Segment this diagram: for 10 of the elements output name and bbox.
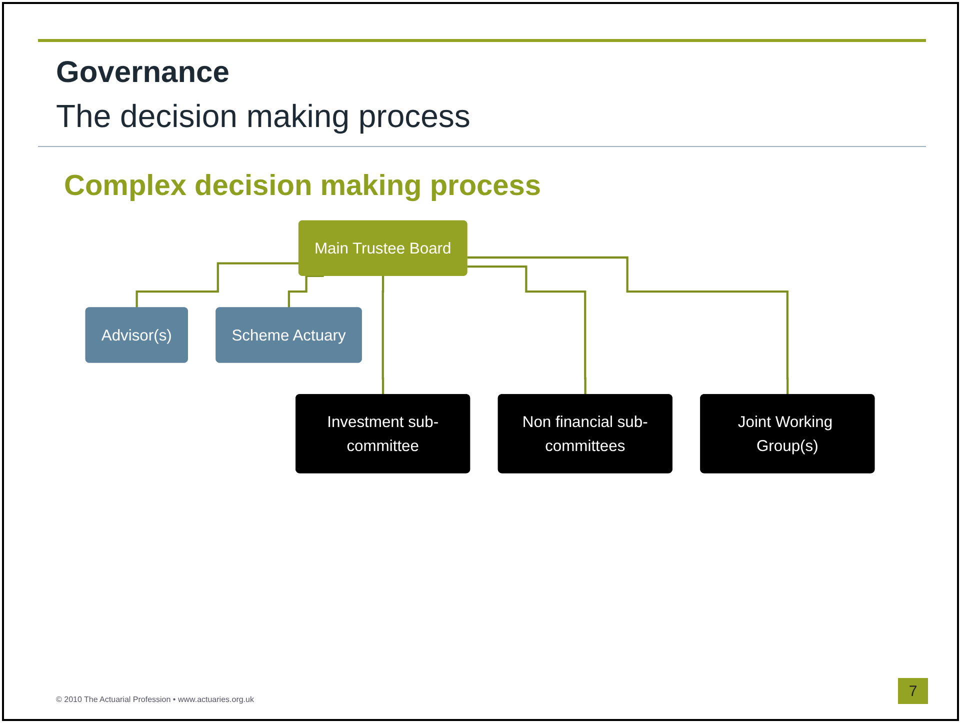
connector [288, 274, 324, 310]
connector [382, 274, 384, 396]
slide-title: Governance [56, 56, 230, 90]
slide-subtitle: The decision making process [56, 98, 470, 135]
footer-text: © 2010 The Actuarial Profession • www.actuaries.org.uk [56, 695, 254, 704]
connector [136, 262, 300, 310]
page-number: 7 [898, 678, 928, 704]
connector [467, 256, 789, 396]
section-heading: Complex decision making process [64, 170, 542, 203]
connector [467, 265, 587, 396]
